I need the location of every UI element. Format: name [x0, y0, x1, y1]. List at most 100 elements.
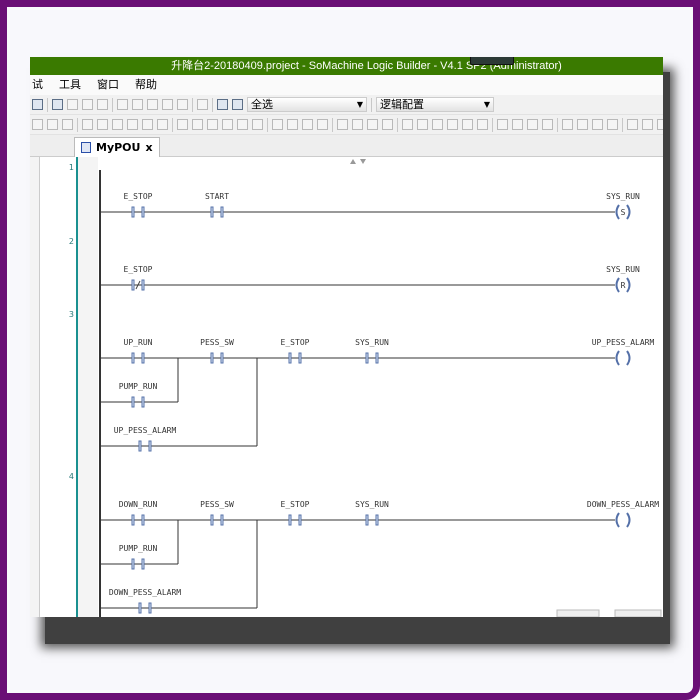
- coil[interactable]: [615, 512, 631, 528]
- run-to-cursor-icon[interactable]: [162, 99, 173, 110]
- contact-plate: [298, 514, 302, 526]
- rung-number: 2: [69, 237, 74, 246]
- menu-bar: 试 工具 窗口 帮助: [30, 75, 663, 95]
- separator: [557, 117, 558, 132]
- ladder-tool-icon[interactable]: [382, 119, 393, 130]
- menu-item-help[interactable]: 帮助: [135, 78, 157, 91]
- ladder-tool-icon[interactable]: [127, 119, 138, 130]
- contact[interactable]: [210, 352, 224, 364]
- logout-icon[interactable]: [67, 99, 78, 110]
- ladder-tool-icon[interactable]: [607, 119, 618, 130]
- contact[interactable]: [131, 558, 145, 570]
- contact[interactable]: [131, 352, 145, 364]
- window-title: 升降台2-20180409.project - SoMachine Logic …: [171, 60, 562, 72]
- ladder-tool-icon[interactable]: [592, 119, 603, 130]
- ladder-tool-icon[interactable]: [402, 119, 413, 130]
- ladder-tool-icon[interactable]: [367, 119, 378, 130]
- contact[interactable]: [288, 352, 302, 364]
- contact[interactable]: [131, 396, 145, 408]
- contact[interactable]: [288, 514, 302, 526]
- contact[interactable]: [210, 206, 224, 218]
- ladder-tool-icon[interactable]: [192, 119, 203, 130]
- collapse-arrows-icon[interactable]: [350, 159, 366, 164]
- ladder-tool-icon[interactable]: [272, 119, 283, 130]
- zoom-dropdown[interactable]: [614, 609, 662, 617]
- ladder-tool-icon[interactable]: [627, 119, 638, 130]
- contact-plate: [288, 514, 292, 526]
- ladder-tool-icon[interactable]: [237, 119, 248, 130]
- ladder-tool-icon[interactable]: [497, 119, 508, 130]
- ladder-tool-icon[interactable]: [142, 119, 153, 130]
- login-icon[interactable]: [52, 99, 63, 110]
- contact[interactable]: [365, 514, 379, 526]
- stop-icon[interactable]: [97, 99, 108, 110]
- select-all-dropdown[interactable]: 全选▼: [247, 97, 367, 112]
- ladder-tool-icon[interactable]: [222, 119, 233, 130]
- coil[interactable]: [615, 350, 631, 366]
- ladder-tool-icon[interactable]: [337, 119, 348, 130]
- ladder-tool-icon[interactable]: [642, 119, 653, 130]
- ladder-tool-icon[interactable]: [82, 119, 93, 130]
- separator: [492, 117, 493, 132]
- contact[interactable]: [210, 514, 224, 526]
- ladder-tool-icon[interactable]: [112, 119, 123, 130]
- ladder-tool-icon[interactable]: [97, 119, 108, 130]
- rung-number: 1: [69, 163, 74, 172]
- step-out-icon[interactable]: [147, 99, 158, 110]
- contact[interactable]: [131, 514, 145, 526]
- ladder-tool-icon[interactable]: [477, 119, 488, 130]
- contact[interactable]: [365, 352, 379, 364]
- separator: [172, 117, 173, 132]
- ladder-tool-icon[interactable]: [62, 119, 73, 130]
- ladder-tool-icon[interactable]: [417, 119, 428, 130]
- coil[interactable]: [615, 204, 631, 220]
- step-into-icon[interactable]: [132, 99, 143, 110]
- ladder-tool-icon[interactable]: [577, 119, 588, 130]
- ladder-tool-icon[interactable]: [32, 119, 43, 130]
- calendar-icon[interactable]: [32, 99, 43, 110]
- contact[interactable]: [131, 206, 145, 218]
- coil-label: SYS_RUN: [606, 192, 640, 201]
- run-icon[interactable]: [82, 99, 93, 110]
- coil-type: S: [621, 208, 626, 217]
- contact-plate: [210, 206, 214, 218]
- contact[interactable]: [138, 602, 152, 614]
- ladder-tool-icon[interactable]: [462, 119, 473, 130]
- ladder-tool-icon[interactable]: [302, 119, 313, 130]
- ladder-tool-icon[interactable]: [657, 119, 663, 130]
- ladder-tool-icon[interactable]: [157, 119, 168, 130]
- zoom-buttons[interactable]: [556, 609, 600, 617]
- menu-item-debug[interactable]: 试: [32, 78, 43, 91]
- ladder-tool-icon[interactable]: [252, 119, 263, 130]
- build-icon[interactable]: [232, 99, 243, 110]
- coil[interactable]: [615, 277, 631, 293]
- contact-label: PESS_SW: [200, 500, 234, 509]
- ladder-tool-icon[interactable]: [527, 119, 538, 130]
- contact[interactable]: [138, 440, 152, 452]
- ladder-tool-icon[interactable]: [317, 119, 328, 130]
- ladder-tool-icon[interactable]: [512, 119, 523, 130]
- menu-item-tools[interactable]: 工具: [59, 78, 81, 91]
- ladder-tool-icon[interactable]: [447, 119, 458, 130]
- ladder-tool-icon[interactable]: [352, 119, 363, 130]
- ladder-tool-icon[interactable]: [562, 119, 573, 130]
- arrow-icon[interactable]: [197, 99, 208, 110]
- breakpoint-icon[interactable]: [177, 99, 188, 110]
- monitor-icon[interactable]: [217, 99, 228, 110]
- close-icon[interactable]: x: [145, 140, 153, 154]
- ladder-tool-icon[interactable]: [177, 119, 188, 130]
- ladder-tool-icon[interactable]: [207, 119, 218, 130]
- ladder-tool-icon[interactable]: [542, 119, 553, 130]
- dropdown-value: 全选: [251, 98, 273, 111]
- ladder-tool-icon[interactable]: [432, 119, 443, 130]
- contact-plate: [141, 206, 145, 218]
- step-over-icon[interactable]: [117, 99, 128, 110]
- menu-item-window[interactable]: 窗口: [97, 78, 119, 91]
- contact[interactable]: [131, 279, 145, 291]
- ladder-tool-icon[interactable]: [287, 119, 298, 130]
- configuration-dropdown[interactable]: 逻辑配置▼: [376, 97, 494, 112]
- ladder-tool-icon[interactable]: [47, 119, 58, 130]
